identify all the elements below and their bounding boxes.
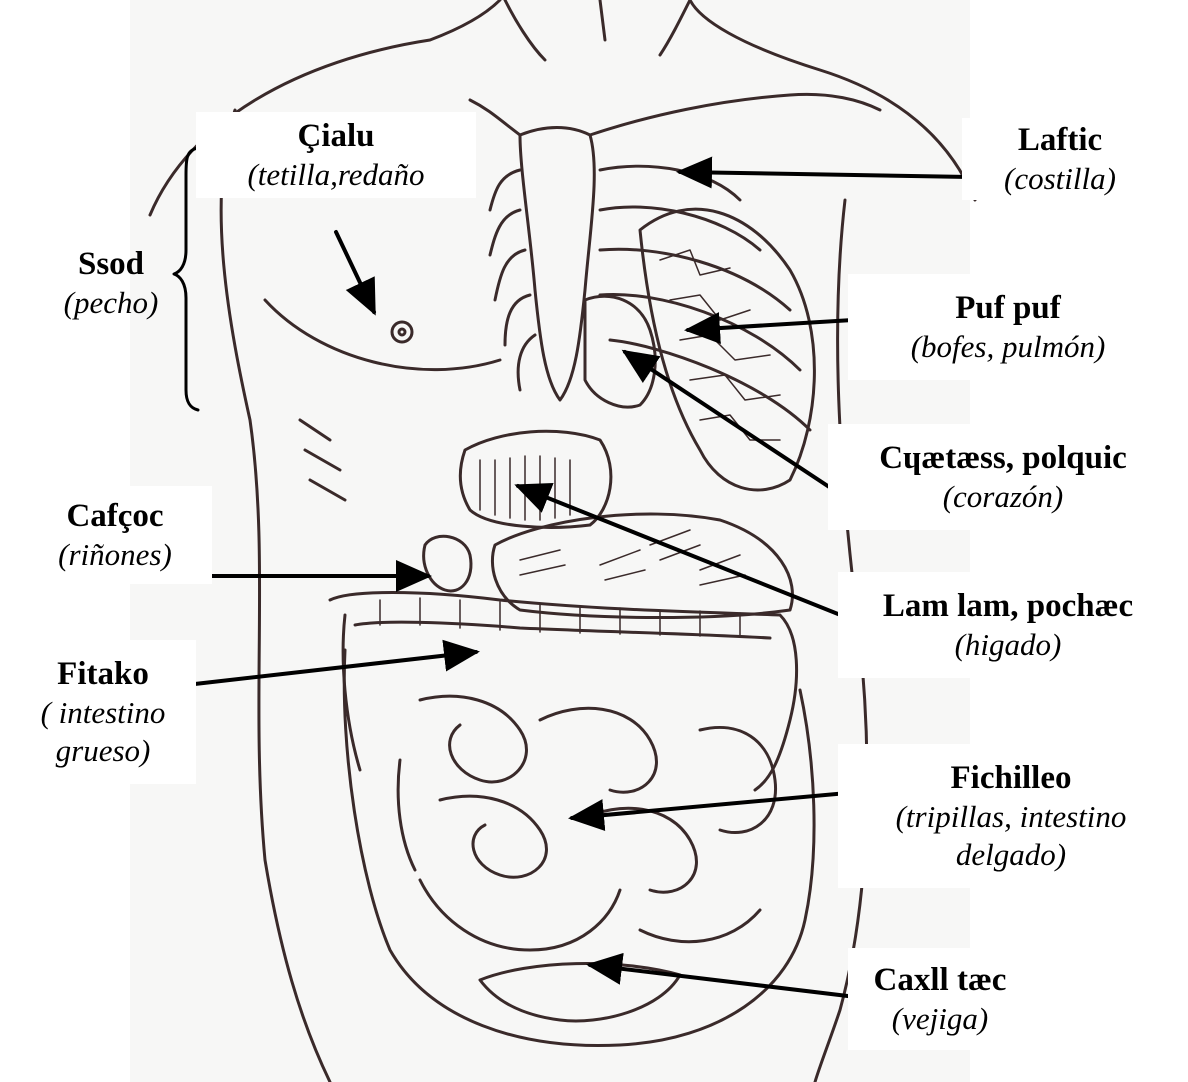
label-cialu-name: Çialu — [196, 116, 476, 156]
label-caxll-name: Caxll tæc — [848, 960, 1032, 1000]
label-ssod-name: Ssod — [38, 244, 184, 284]
label-fichilleo-gloss-line1: (tripillas, intestino — [838, 798, 1184, 836]
label-pufpuf: Puf puf (bofes, pulmón) — [848, 274, 1168, 380]
label-fitako-name: Fitako — [10, 654, 196, 694]
label-fichilleo-gloss-line2: delgado) — [838, 836, 1184, 874]
label-cafcoc: Cafçoc (riñones) — [18, 486, 212, 584]
label-cyaetaess-name: Cɥætæss, polquic — [828, 438, 1178, 478]
label-cafcoc-gloss: (riñones) — [18, 536, 212, 574]
label-laftic: Laftic (costilla) — [962, 118, 1158, 200]
label-pufpuf-gloss: (bofes, pulmón) — [848, 328, 1168, 366]
label-lamlam-name: Lam lam, pochæc — [838, 586, 1178, 626]
label-cyaetaess: Cɥætæss, polquic (corazón) — [828, 424, 1178, 530]
label-cyaetaess-gloss: (corazón) — [828, 478, 1178, 516]
label-fichilleo: Fichilleo (tripillas, intestino delgado) — [838, 744, 1184, 888]
label-laftic-name: Laftic — [962, 120, 1158, 160]
label-fitako: Fitako ( intestino grueso) — [10, 640, 196, 784]
label-ssod-gloss: (pecho) — [38, 284, 184, 322]
label-cafcoc-name: Cafçoc — [18, 496, 212, 536]
label-caxll: Caxll tæc (vejiga) — [848, 948, 1032, 1050]
label-caxll-gloss: (vejiga) — [848, 1000, 1032, 1038]
label-fitako-gloss-line1: ( intestino — [10, 694, 196, 732]
label-lamlam: Lam lam, pochæc (higado) — [838, 572, 1178, 678]
label-ssod: Ssod (pecho) — [38, 244, 184, 322]
label-cialu-gloss: (tetilla,redaño — [196, 156, 476, 194]
label-fichilleo-name: Fichilleo — [838, 758, 1184, 798]
label-pufpuf-name: Puf puf — [848, 288, 1168, 328]
label-laftic-gloss: (costilla) — [962, 160, 1158, 198]
label-lamlam-gloss: (higado) — [838, 626, 1178, 664]
label-cialu: Çialu (tetilla,redaño — [196, 112, 476, 198]
label-fitako-gloss-line2: grueso) — [10, 732, 196, 770]
